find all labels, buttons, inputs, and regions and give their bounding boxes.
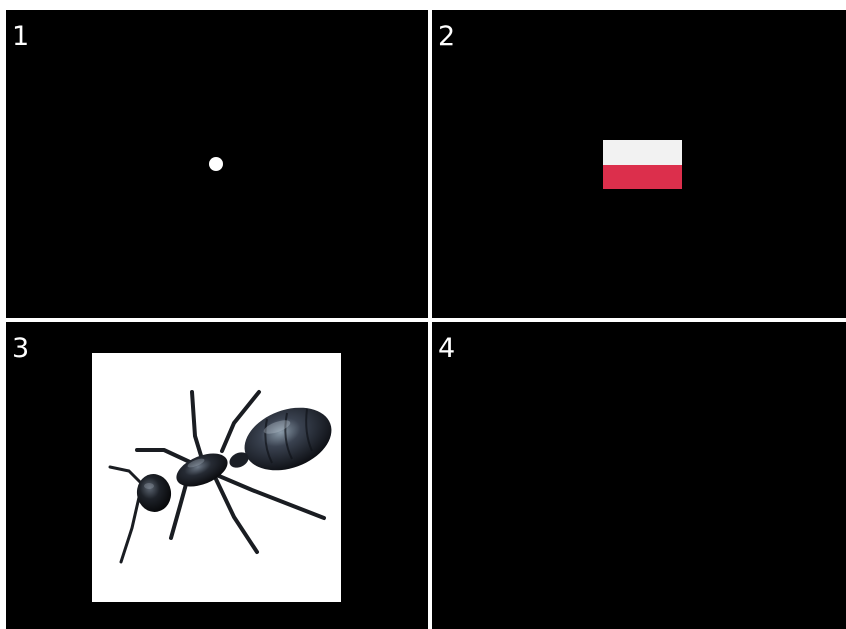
panel-number-3: 3 bbox=[12, 334, 29, 364]
panel-number-4: 4 bbox=[438, 334, 455, 364]
flag-white-stripe bbox=[603, 140, 682, 165]
ant-icon bbox=[92, 353, 341, 602]
panel-2: 2 bbox=[432, 10, 846, 318]
panel-number-2: 2 bbox=[438, 22, 455, 52]
panel-number-1: 1 bbox=[12, 22, 29, 52]
ant-image bbox=[92, 353, 341, 602]
fixation-dot bbox=[209, 157, 223, 171]
panel-3: 3 bbox=[6, 322, 428, 629]
panel-4: 4 bbox=[432, 322, 846, 629]
panel-1: 1 bbox=[6, 10, 428, 318]
flag-red-stripe bbox=[603, 165, 682, 189]
flag-image bbox=[603, 140, 682, 189]
